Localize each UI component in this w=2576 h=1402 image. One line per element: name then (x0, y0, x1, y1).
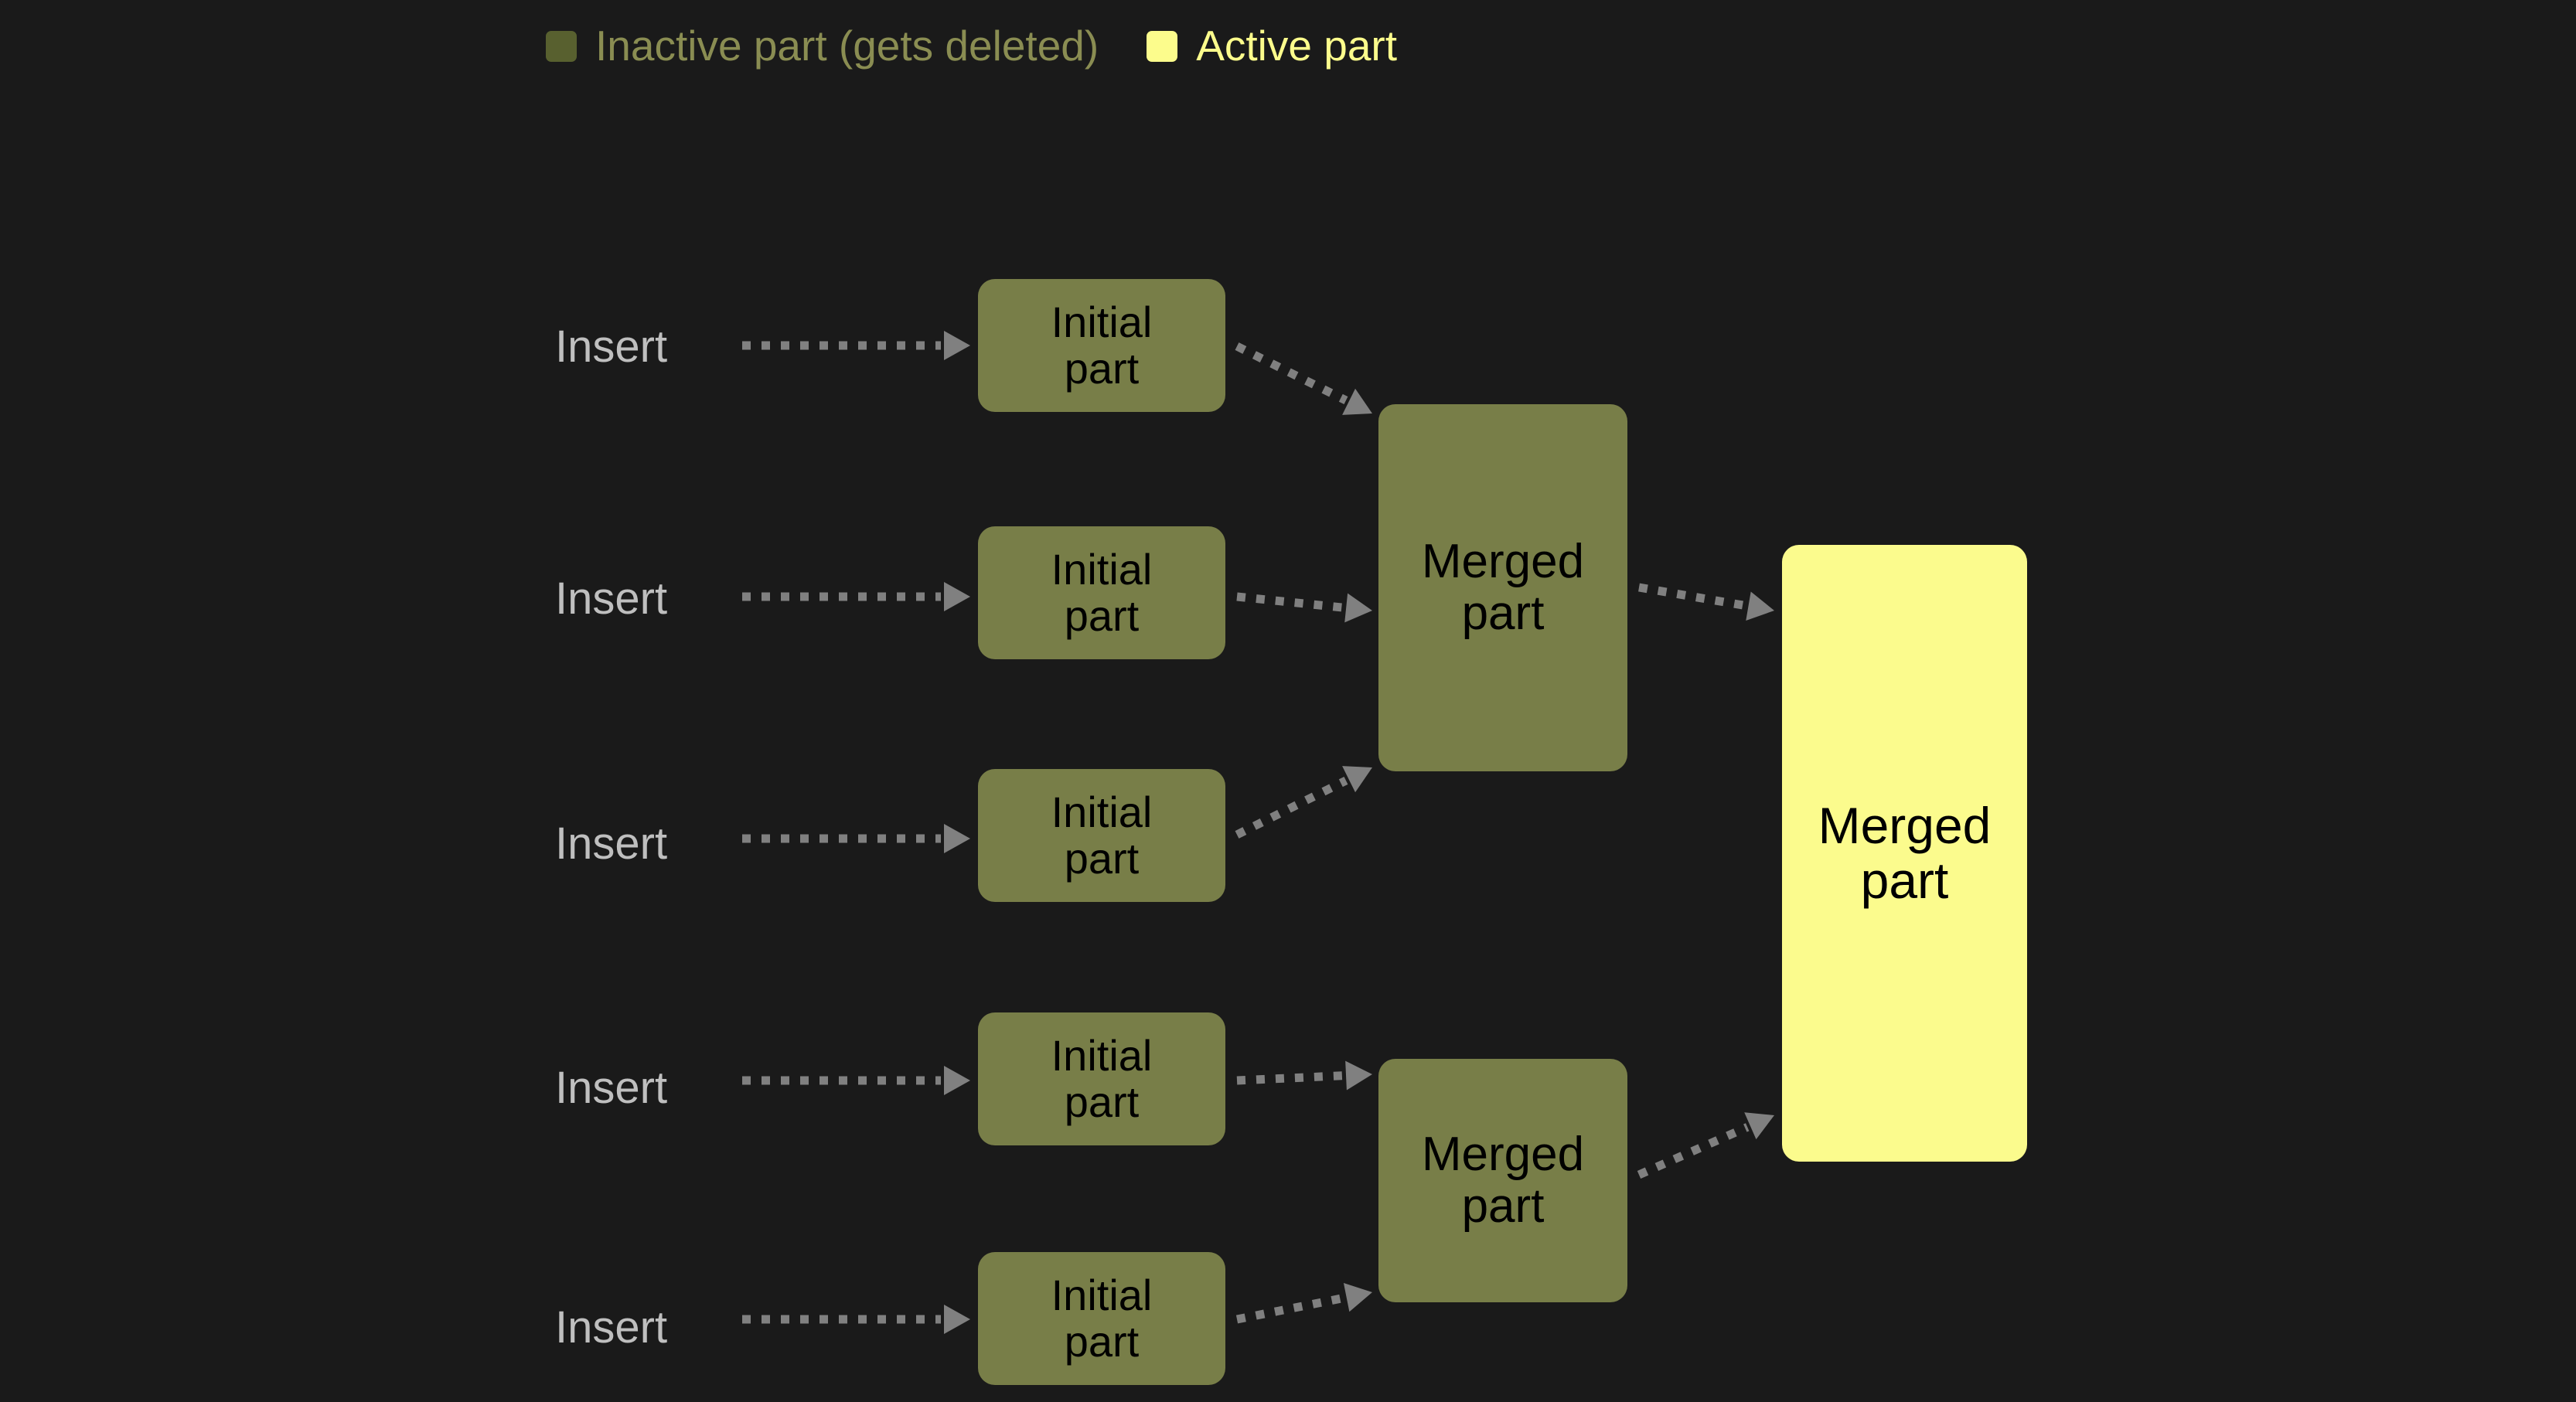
node-label: Merged part (1818, 796, 1992, 909)
arrow-head-icon (944, 1305, 970, 1334)
insert-label-5: Insert (555, 1302, 668, 1353)
insert-label-3: Insert (555, 818, 668, 869)
insert-label-1: Insert (555, 322, 668, 372)
arrow-initial-4-to-merged-bottom (1236, 1060, 1372, 1091)
arrow-line (1236, 1071, 1344, 1085)
arrow-merged-bottom-to-merged-active (1637, 1112, 1774, 1179)
arrow-initial-3-to-merged-top (1235, 766, 1372, 839)
node-label: Initial part (1051, 1270, 1153, 1366)
arrow-initial-1-to-merged-top (1235, 342, 1372, 415)
node-label: Initial part (1051, 787, 1153, 883)
node-initial-1: Initial part (978, 279, 1225, 412)
arrow-line (1235, 1294, 1344, 1324)
node-label: Initial part (1051, 297, 1153, 393)
legend: Inactive part (gets deleted) Active part (546, 25, 1397, 67)
arrow-head-icon (944, 1066, 970, 1095)
node-label: Initial part (1051, 1030, 1153, 1126)
arrow-head-icon (1744, 1112, 1774, 1140)
arrow-insert-1-to-initial-1 (742, 331, 970, 360)
arrow-line (1236, 592, 1344, 612)
insert-label-2: Insert (555, 573, 668, 624)
arrow-head-icon (1344, 593, 1372, 623)
legend-label-inactive: Inactive part (gets deleted) (595, 22, 1099, 70)
arrow-head-icon (1345, 1060, 1372, 1091)
legend-label-active: Active part (1196, 22, 1398, 70)
arrow-head-icon (1746, 591, 1774, 621)
legend-swatch-active-icon (1147, 30, 1178, 62)
arrow-line (1235, 342, 1348, 405)
node-initial-2: Initial part (978, 526, 1225, 659)
arrow-head-icon (1342, 766, 1372, 793)
arrow-head-icon (1342, 388, 1372, 415)
arrow-initial-5-to-merged-bottom (1235, 1283, 1372, 1324)
arrow-head-icon (944, 582, 970, 611)
arrow-line (1638, 583, 1746, 611)
arrow-line (1637, 1123, 1750, 1179)
arrow-insert-3-to-initial-3 (742, 824, 970, 853)
arrow-head-icon (1343, 1283, 1372, 1312)
arrow-insert-2-to-initial-2 (742, 582, 970, 611)
node-label: Initial part (1051, 544, 1153, 640)
insert-label-4: Insert (555, 1063, 668, 1113)
arrow-head-icon (944, 331, 970, 360)
arrow-insert-5-to-initial-5 (742, 1305, 970, 1334)
node-initial-4: Initial part (978, 1012, 1225, 1145)
node-merged-top: Merged part (1378, 404, 1627, 771)
node-initial-3: Initial part (978, 769, 1225, 902)
node-label: Merged part (1421, 1127, 1585, 1233)
arrow-line (1235, 776, 1348, 839)
node-initial-5: Initial part (978, 1252, 1225, 1385)
node-merged-bottom: Merged part (1378, 1059, 1627, 1302)
legend-item-inactive: Inactive part (gets deleted) (546, 25, 1099, 67)
arrow-insert-4-to-initial-4 (742, 1066, 970, 1095)
arrow-head-icon (944, 824, 970, 853)
legend-swatch-inactive-icon (546, 30, 577, 62)
node-label: Merged part (1421, 534, 1585, 640)
node-merged-active: Merged part (1782, 545, 2027, 1162)
arrow-initial-2-to-merged-top (1236, 592, 1372, 623)
legend-item-active: Active part (1147, 25, 1397, 67)
arrow-merged-top-to-merged-active (1638, 583, 1774, 621)
